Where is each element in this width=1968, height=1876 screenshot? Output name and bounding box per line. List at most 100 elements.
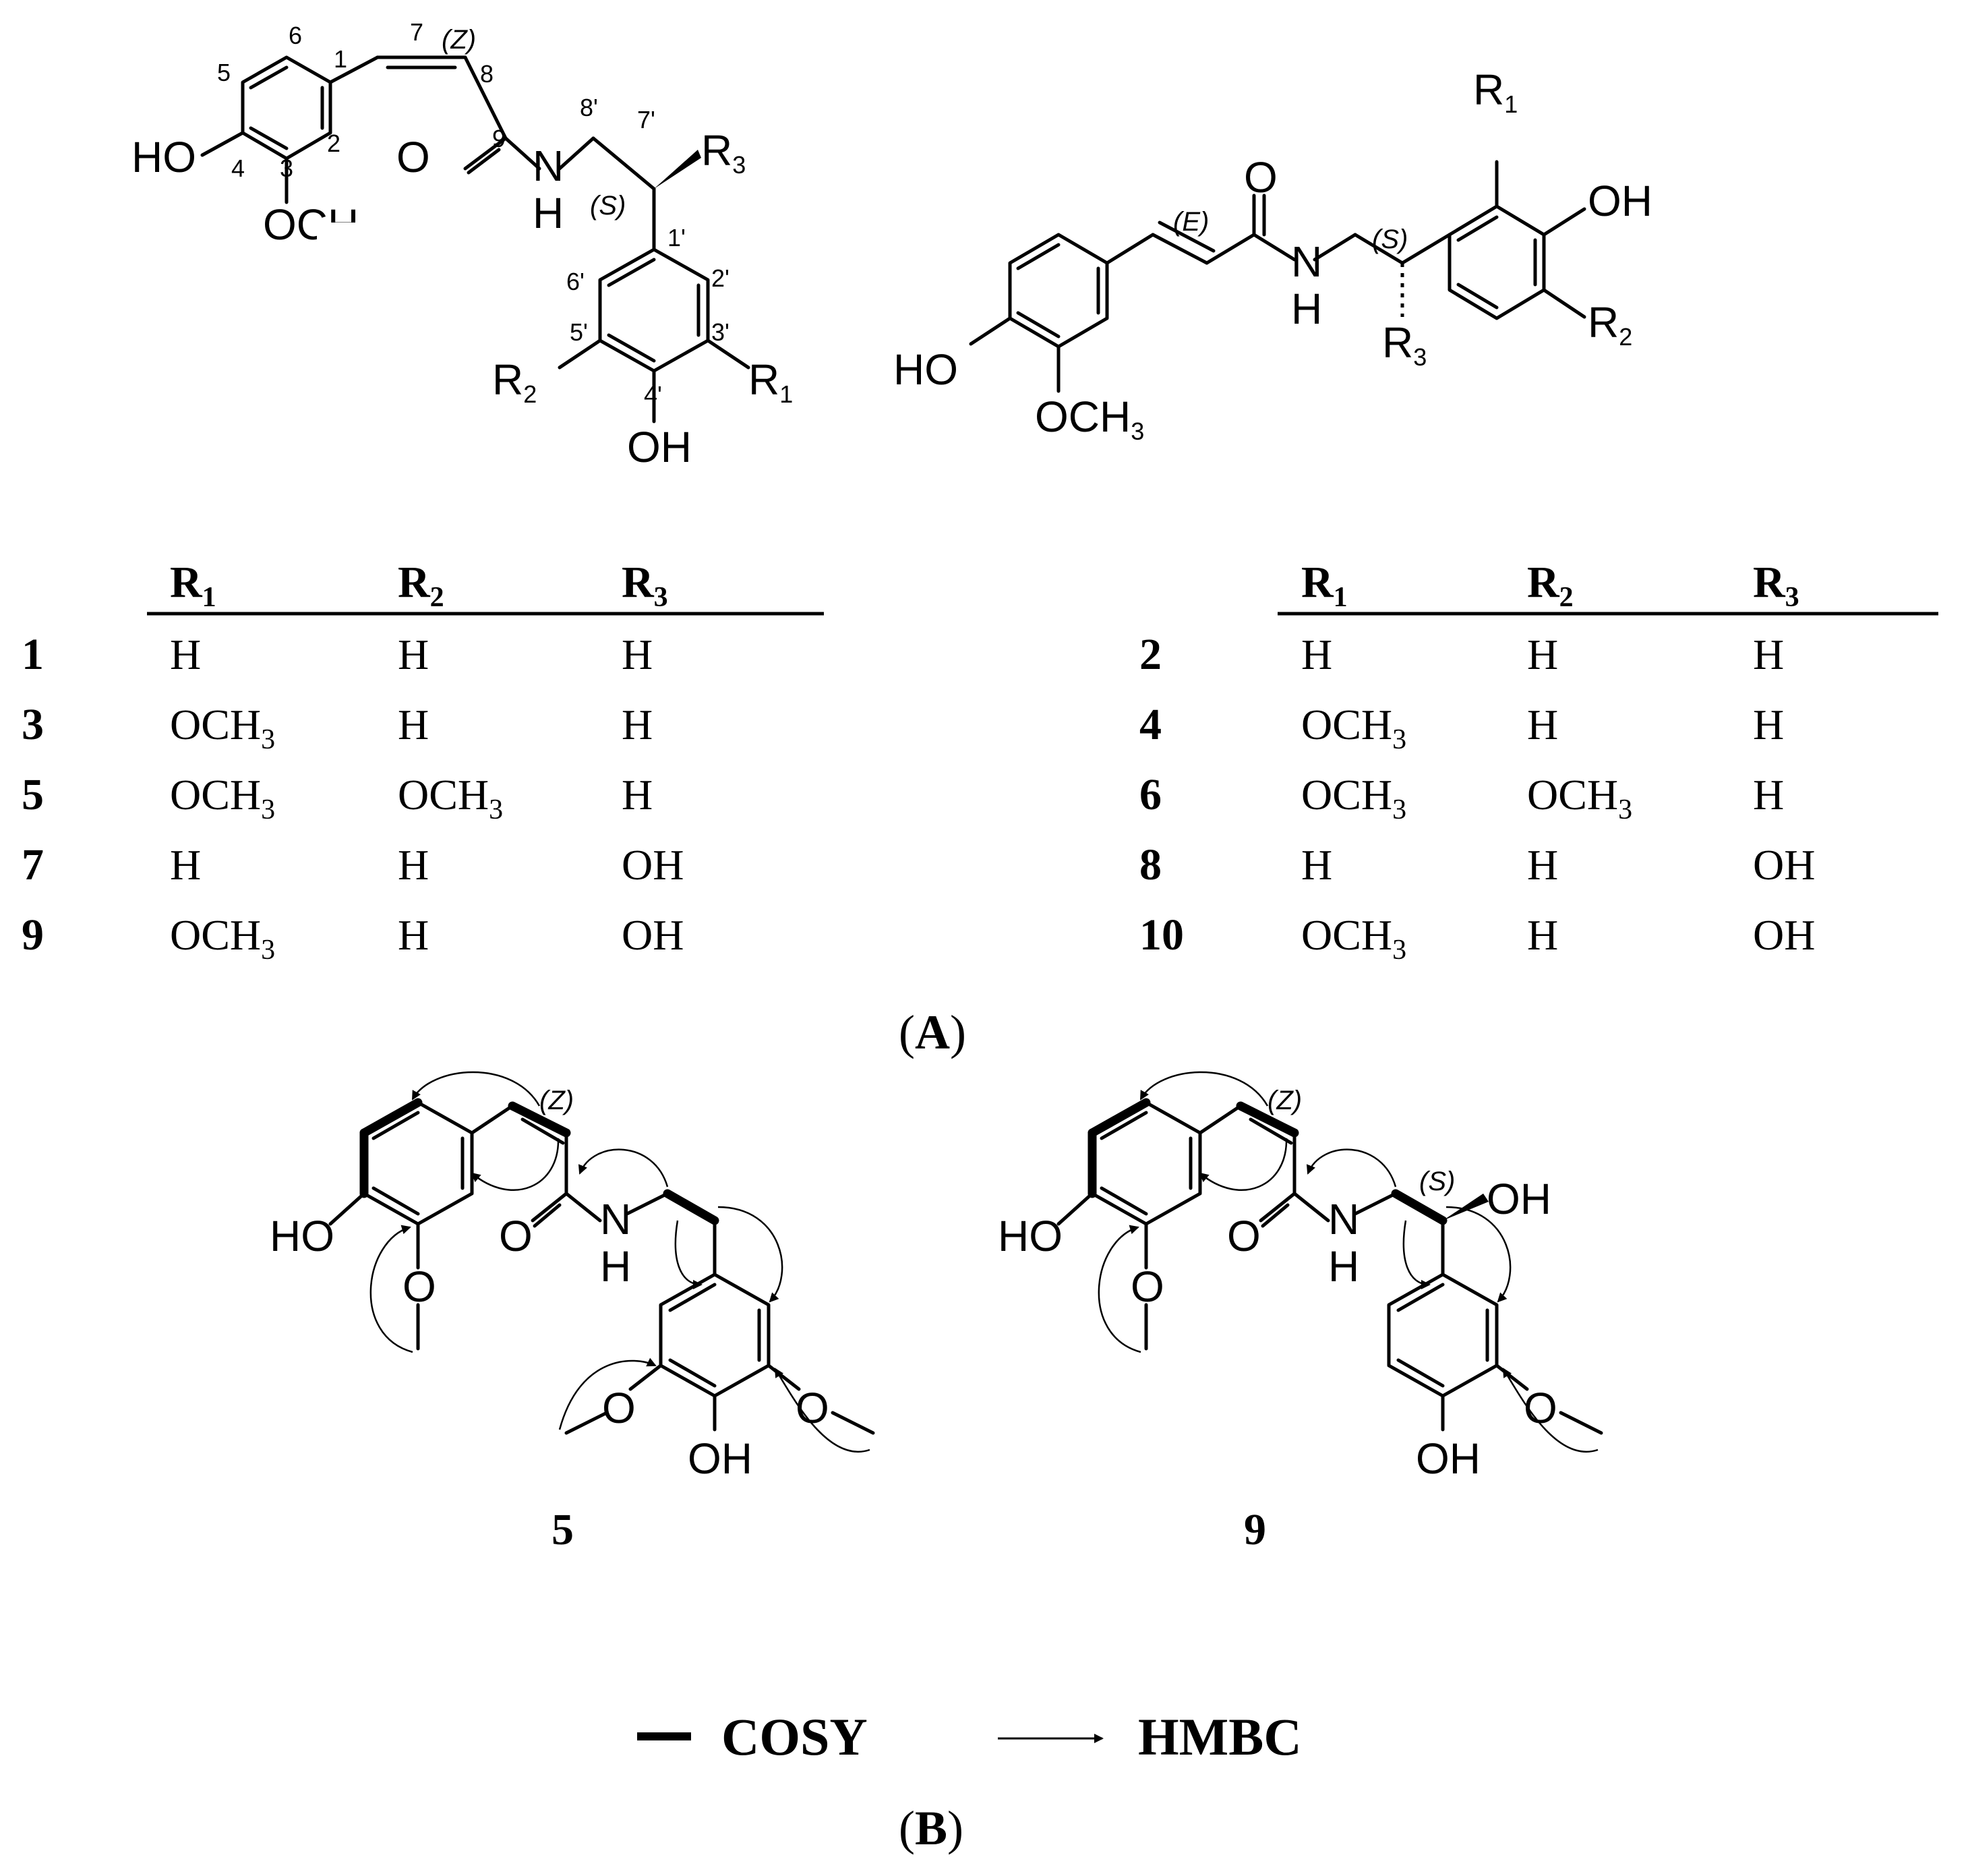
cell-r3: OH [622,911,684,959]
compound-id: 8 [1139,840,1162,889]
header-r3: R3 [622,558,668,613]
methoxy-o-label-9: O [1131,1262,1164,1311]
amide-n-label: N [533,142,564,190]
oh-label: OH [627,423,692,471]
cell-r2: H [1527,631,1558,678]
oh-label-5: OH [688,1434,752,1483]
side-chain-oh-label-9: OH [1487,1175,1551,1223]
carbonyl-o-label-right: O [1244,153,1278,202]
legend: COSY HMBC [637,1707,1302,1766]
svg-text:1': 1' [667,224,686,252]
carbonyl-o-label-5: O [499,1212,533,1260]
amide-n-label-5: N [600,1195,631,1243]
cell-r1: OCH3 [170,911,275,966]
cell-r3: OH [1753,911,1815,959]
stereo-z-label-5: (Z) [539,1086,574,1115]
ho-label-9: HO [998,1212,1063,1260]
methoxy-o-label-9b: O [1524,1384,1557,1432]
svg-text:8': 8' [580,94,598,121]
hmbc-cosy-compound-9: HO O O N H OH O OH (Z) (S) 9 [998,1071,1603,1554]
cell-r1: H [1301,631,1332,678]
header-r3: R3 [1753,558,1799,613]
r3-label: R3 [701,126,746,179]
svg-text:6': 6' [566,268,585,295]
compound-id: 1 [22,630,44,679]
cell-r3: H [622,771,653,819]
cell-r3: H [622,701,653,749]
ho-label-right: HO [893,345,958,394]
amide-h-label: H [533,189,564,237]
ho-label-5: HO [270,1212,334,1260]
methoxy-o-label-5c: O [796,1384,829,1432]
r2-label-right: R2 [1588,298,1632,351]
header-r2: R2 [398,558,444,613]
stereo-z-label-9: (Z) [1268,1086,1302,1115]
cell-r3: OH [1753,841,1815,889]
atom-numbers-left: 1 2 3 4 5 6 7 8 9 1' 2' 3' 4' 5' 6' 7' 8… [217,18,729,409]
svg-text:3': 3' [711,318,729,346]
hmbc-cosy-compound-5: HO O O N H O O OH (Z) 5 [270,1071,875,1554]
cell-r2: H [398,701,429,749]
cell-r1: H [170,631,201,678]
amide-n-label-right: N [1291,237,1322,286]
r2-label: R2 [492,355,537,408]
amide-h-label-9: H [1328,1242,1359,1291]
cell-r1: H [1301,841,1332,889]
svg-text:5: 5 [217,59,231,86]
ring-a-left [241,55,332,160]
amide-n-label-9: N [1328,1195,1359,1243]
cell-r1: OCH3 [1301,701,1406,755]
methoxy-o-label-5: O [402,1262,436,1311]
cell-r2: H [398,841,429,889]
cell-r2: H [398,911,429,959]
cell-r2: H [1527,701,1558,749]
cell-r3: H [622,631,653,678]
stereo-s-label-right: (S) [1372,225,1408,254]
ho-label: HO [131,133,196,181]
compound-id: 6 [1139,770,1162,819]
cosy-legend-label: COSY [721,1707,868,1766]
hmbc-legend-label: HMBC [1138,1707,1302,1766]
cell-r2: OCH3 [1527,771,1632,825]
svg-text:8: 8 [480,60,494,88]
oh-label-right: OH [1588,177,1652,225]
svg-text:2: 2 [327,129,340,157]
cell-r2: H [1527,841,1558,889]
methoxy-o-label-5b: O [602,1384,636,1432]
svg-text:1: 1 [334,45,347,73]
amide-h-label-right: H [1291,285,1322,333]
stereo-e-label: (E) [1173,207,1209,237]
cell-r3: H [1753,631,1784,678]
cell-r1: H [170,841,201,889]
carbonyl-o-label: O [396,133,430,181]
ring-b-right [1448,204,1546,320]
panel-a-caption: (A) [899,1005,966,1059]
r3-label-right: R3 [1382,318,1427,371]
compound-id: 7 [22,840,44,889]
right-structure: HO OCH3 O N H R3 R1 OH R2 (E) (S) [893,65,1652,445]
stereo-s-label-9: (S) [1419,1167,1455,1196]
amide-h-label-5: H [600,1242,631,1291]
header-r1: R1 [1301,558,1348,613]
compound-id: 5 [22,770,44,819]
panel-b-caption: (B) [899,1801,963,1855]
r1-label-right: R1 [1473,65,1518,118]
header-r2: R2 [1527,558,1574,613]
svg-text:4: 4 [231,154,245,182]
och3-label-right: OCH3 [1035,392,1144,445]
cell-r1: OCH3 [170,771,275,825]
left-structure-z-isomer: HO OCH3 O N H R3 R1 R2 OH 1 2 3 4 5 6 7 … [131,18,793,471]
svg-text:9: 9 [492,125,506,152]
svg-text:(S): (S) [590,191,626,221]
oh-label-9: OH [1416,1434,1481,1483]
svg-text:7': 7' [637,106,655,134]
compound-5-id: 5 [551,1505,574,1554]
cell-r1: OCH3 [170,701,275,755]
svg-text:(Z): (Z) [442,25,476,55]
svg-text:7: 7 [410,18,423,46]
ring-b-left [598,247,710,373]
ring-ferulic-right [1008,233,1109,349]
